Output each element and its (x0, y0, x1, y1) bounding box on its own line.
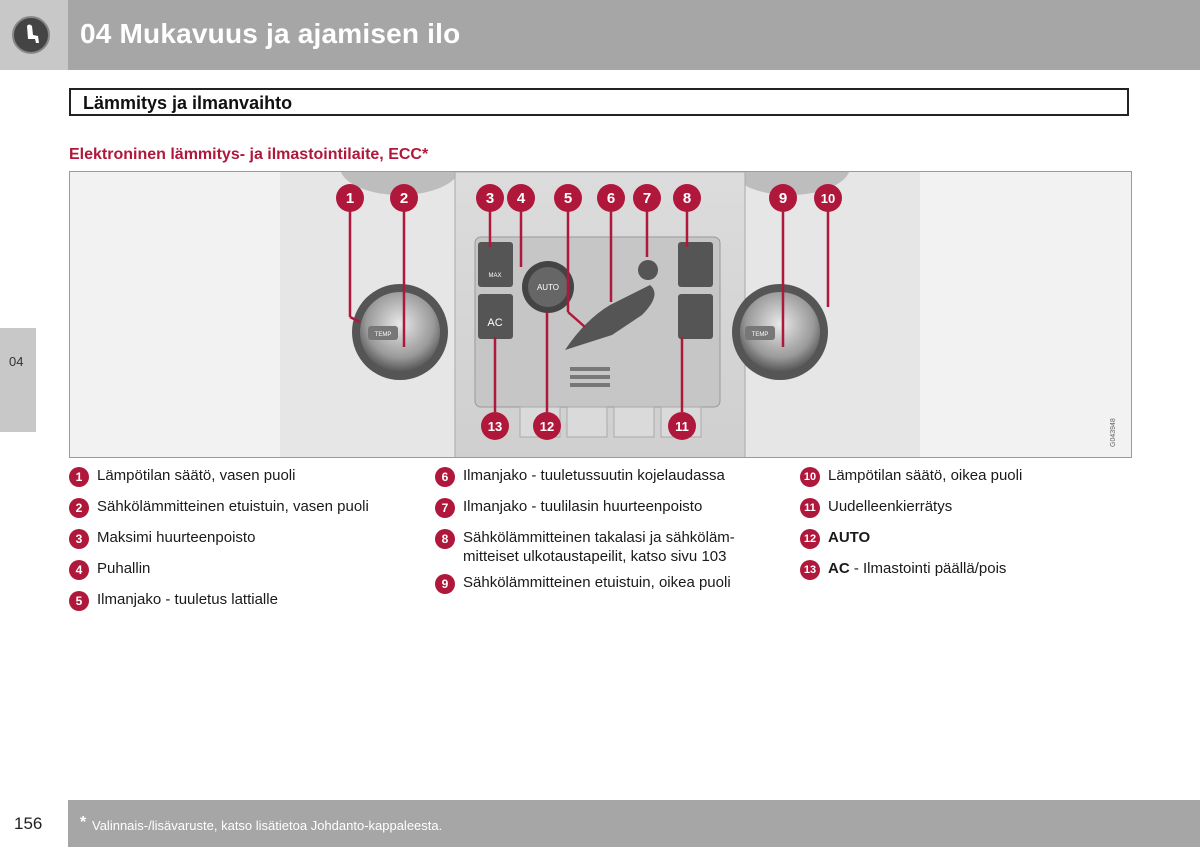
legend-text-bold: AC (828, 560, 850, 577)
legend-number: 8 (435, 529, 455, 549)
chapter-title: 04 Mukavuus ja ajamisen ilo (80, 18, 461, 49)
callout-8: 8 (673, 184, 701, 212)
legend-number: 4 (69, 560, 89, 580)
callout-1: 1 (336, 184, 364, 212)
callout-4: 4 (507, 184, 535, 212)
svg-text:11: 11 (675, 419, 689, 434)
legend-text: Sähkölämmitteinen etuistuin, vasen puoli (97, 498, 369, 515)
chapter-tab: 04 (0, 328, 36, 432)
callout-13: 13 (481, 412, 509, 440)
max-label: MAX (488, 273, 501, 279)
climate-panel-figure: MAX AC AUTO TEMP TEMP (69, 171, 1132, 458)
page-number: 156 (14, 814, 43, 833)
legend-item-11: 11 Uudelleenkierrätys (800, 497, 952, 518)
header-icon-block (0, 0, 68, 70)
legend-text: Ilmanjako - tuuletus lattialle (97, 591, 278, 608)
legend-item-4: 4 Puhallin (69, 559, 150, 580)
legend-number: 11 (800, 498, 820, 518)
legend-item-6: 6 Ilmanjako - tuuletussuutin kojelaudass… (435, 466, 725, 487)
legend-text: Lämpötilan säätö, vasen puoli (97, 467, 296, 484)
legend-number: 7 (435, 498, 455, 518)
callout-11: 11 (668, 412, 696, 440)
callout-10: 10 (814, 184, 842, 212)
auto-label: AUTO (537, 283, 559, 292)
svg-text:1: 1 (346, 190, 354, 207)
legend-text: Sähkölämmitteinen takalasi ja sähköläm- … (463, 529, 735, 565)
callout-5: 5 (554, 184, 582, 212)
page-footer: * Valinnais-/lisävaruste, katso lisätiet… (68, 800, 1200, 847)
svg-text:12: 12 (540, 419, 554, 434)
callout-2: 2 (390, 184, 418, 212)
svg-text:4: 4 (517, 190, 526, 207)
figure-ref-code: G043948 (1110, 418, 1117, 447)
legend-item-10: 10 Lämpötilan säätö, oikea puoli (800, 466, 1022, 487)
svg-text:2: 2 (400, 190, 408, 207)
callout-9: 9 (769, 184, 797, 212)
svg-text:9: 9 (779, 190, 787, 207)
svg-text:5: 5 (564, 190, 572, 207)
subheading: Elektroninen lämmitys- ja ilmastointilai… (69, 146, 429, 163)
legend-number: 12 (800, 529, 820, 549)
svg-text:13: 13 (488, 419, 502, 434)
legend-number: 2 (69, 498, 89, 518)
svg-text:6: 6 (607, 190, 615, 207)
legend-text: Sähkölämmitteinen etuistuin, oikea puoli (463, 574, 731, 591)
legend-item-3: 3 Maksimi huurteenpoisto (69, 528, 255, 549)
legend-item-5: 5 Ilmanjako - tuuletus lattialle (69, 590, 278, 611)
legend-item-12: 12 AUTO (800, 528, 870, 549)
footnote-text: Valinnais-/lisävaruste, katso lisätietoa… (92, 818, 443, 833)
legend-number: 6 (435, 467, 455, 487)
temp-label-left: TEMP (375, 332, 392, 338)
legend-item-8: 8 Sähkölämmitteinen takalasi ja sähköläm… (435, 528, 735, 566)
section-title-box: Lämmitys ja ilmanvaihto (69, 88, 1129, 116)
legend-number: 13 (800, 560, 820, 580)
climate-panel-illustration: MAX AC AUTO TEMP TEMP (70, 172, 1131, 457)
ac-label: AC (487, 317, 502, 329)
legend-item-13: 13 AC - Ilmastointi päällä/pois (800, 559, 1006, 580)
callout-6: 6 (597, 184, 625, 212)
seat-icon (12, 16, 50, 54)
legend-item-9: 9 Sähkölämmitteinen etuistuin, oikea puo… (435, 573, 731, 594)
legend-text: Uudelleenkierrätys (828, 498, 953, 515)
legend-number: 10 (800, 467, 820, 487)
legend-number: 1 (69, 467, 89, 487)
legend-item-7: 7 Ilmanjako - tuulilasin huurteenpoisto (435, 497, 702, 518)
section-title: Lämmitys ja ilmanvaihto (83, 93, 293, 113)
svg-text:10: 10 (821, 191, 835, 206)
legend-item-1: 1 Lämpötilan säätö, vasen puoli (69, 466, 295, 487)
chapter-tab-label: 04 (9, 354, 24, 369)
page-number-block: 156 (0, 800, 68, 847)
legend-text: AUTO (828, 529, 871, 546)
legend-text: Ilmanjako - tuulilasin huurteenpoisto (463, 498, 703, 515)
legend-text: - Ilmastointi päällä/pois (849, 560, 1007, 577)
legend-number: 9 (435, 574, 455, 594)
legend-number: 3 (69, 529, 89, 549)
svg-text:8: 8 (683, 190, 691, 207)
svg-text:7: 7 (643, 190, 651, 207)
callout-12: 12 (533, 412, 561, 440)
footnote-star: * (80, 814, 87, 831)
callout-3: 3 (476, 184, 504, 212)
svg-text:3: 3 (486, 190, 494, 207)
legend-text: Puhallin (97, 560, 151, 577)
page-header: 04 Mukavuus ja ajamisen ilo (68, 0, 1200, 70)
callout-7: 7 (633, 184, 661, 212)
legend-item-2: 2 Sähkölämmitteinen etuistuin, vasen puo… (69, 497, 369, 518)
temp-label-right: TEMP (752, 332, 769, 338)
legend-text: Ilmanjako - tuuletussuutin kojelaudassa (463, 467, 725, 484)
legend-text: Lämpötilan säätö, oikea puoli (828, 467, 1023, 484)
legend-number: 5 (69, 591, 89, 611)
legend-text: Maksimi huurteenpoisto (97, 529, 256, 546)
